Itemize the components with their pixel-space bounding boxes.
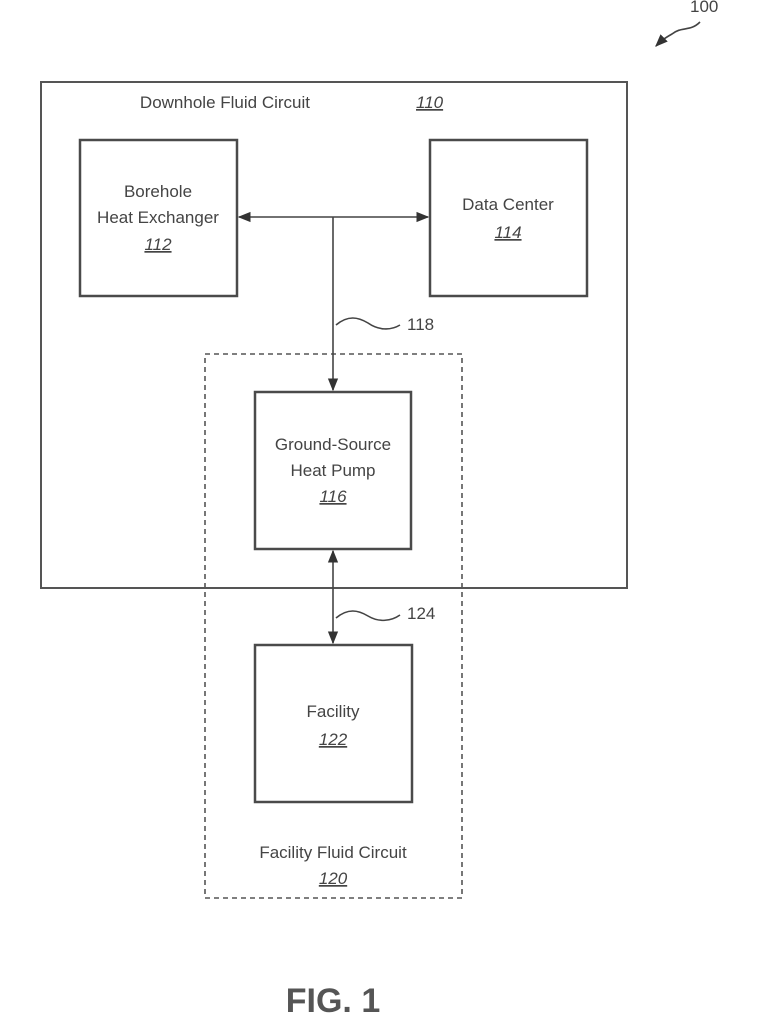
data-center-number: 114 xyxy=(494,223,521,242)
heat-pump-label-line1: Ground-Source xyxy=(275,435,391,454)
facility-number: 122 xyxy=(319,730,348,749)
borehole-label-line2: Heat Exchanger xyxy=(97,208,219,227)
downhole-circuit-title: Downhole Fluid Circuit xyxy=(140,93,310,112)
borehole-number: 112 xyxy=(144,235,172,254)
facility-label: Facility xyxy=(307,702,360,721)
figure-ref-leader xyxy=(656,22,700,46)
borehole-label-line1: Borehole xyxy=(124,182,192,201)
connection-118-leader xyxy=(336,318,400,329)
figure-ref-label: 100 xyxy=(690,0,718,16)
downhole-circuit-number: 110 xyxy=(416,93,444,112)
facility-circuit-number: 120 xyxy=(319,869,348,888)
facility-circuit-title: Facility Fluid Circuit xyxy=(259,843,407,862)
facility-box xyxy=(255,645,412,802)
connection-118-ref: 118 xyxy=(407,315,434,334)
data-center-label: Data Center xyxy=(462,195,554,214)
connection-124-ref: 124 xyxy=(407,604,435,623)
heat-pump-label-line2: Heat Pump xyxy=(290,461,375,480)
connection-124-leader xyxy=(336,611,400,620)
heat-pump-number: 116 xyxy=(319,487,347,506)
figure-caption: FIG. 1 xyxy=(286,982,380,1020)
data-center-box xyxy=(430,140,587,296)
